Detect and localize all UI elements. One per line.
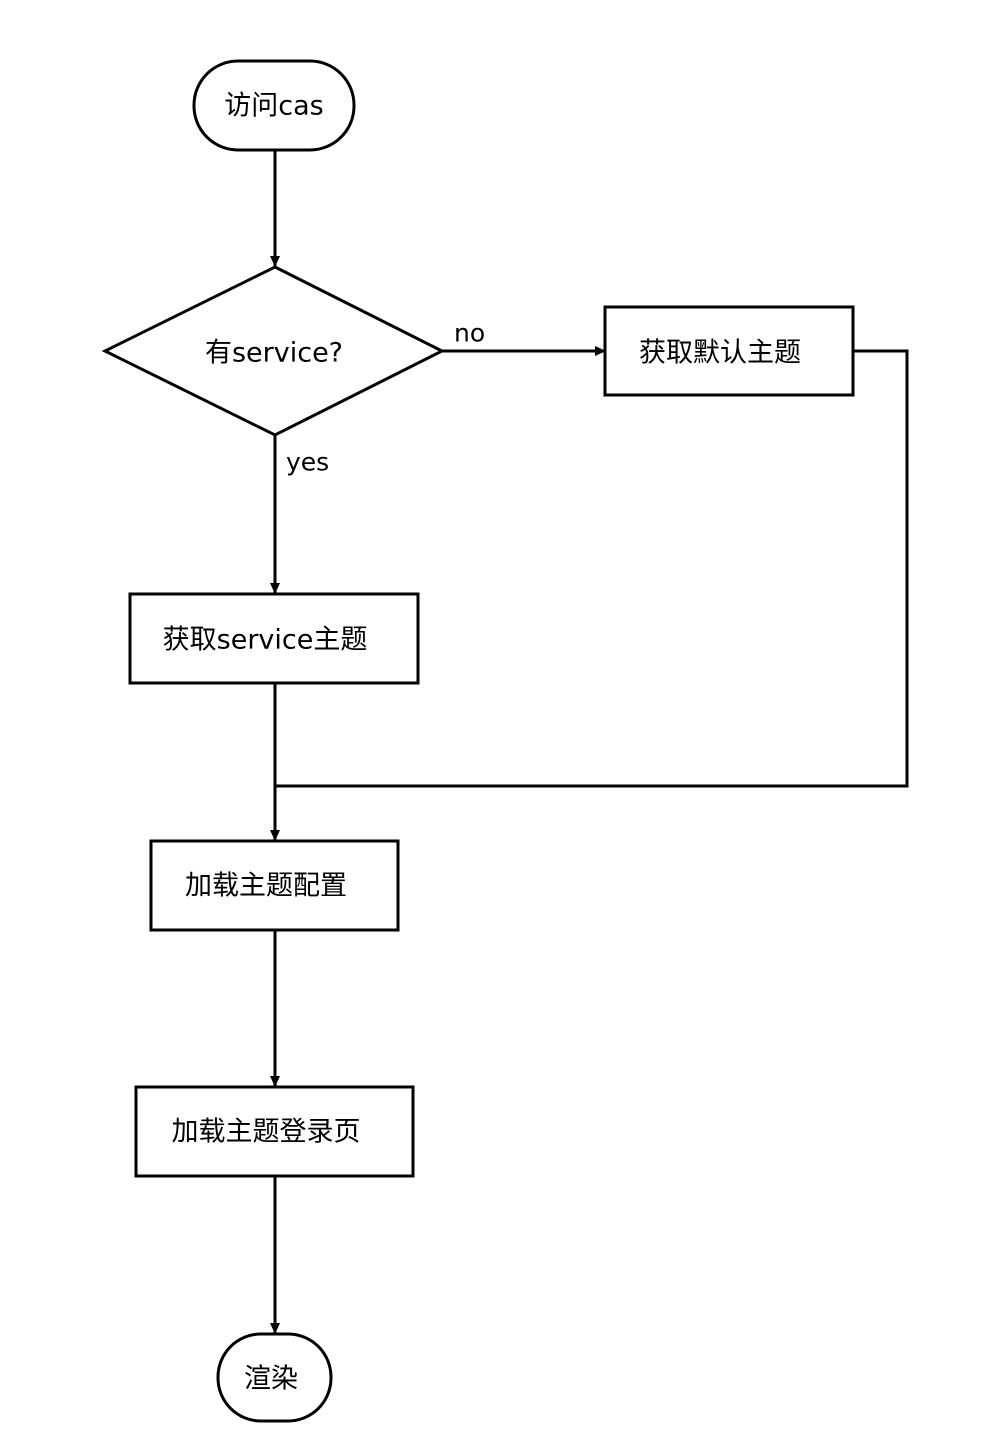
node-load-login-page: 加载主题登录页 xyxy=(134,1085,415,1178)
start-label: 访问cas xyxy=(224,91,323,122)
decision-diamond xyxy=(101,265,446,437)
edge-label-yes: yes xyxy=(286,448,329,477)
decision-label: 有service? xyxy=(205,338,343,369)
load-login-page-box xyxy=(134,1085,415,1178)
render-terminal xyxy=(216,1332,333,1423)
edge-default-theme-merge xyxy=(275,349,909,788)
edge-label-no: no xyxy=(454,319,485,348)
service-theme-box xyxy=(128,592,420,685)
default-theme-label: 获取默认主题 xyxy=(639,338,801,369)
default-theme-box xyxy=(603,305,855,397)
edges xyxy=(270,150,909,1334)
node-decision: 有service? xyxy=(101,265,446,437)
service-theme-label: 获取service主题 xyxy=(163,625,368,656)
load-config-box xyxy=(149,839,400,932)
start-terminal xyxy=(192,59,356,152)
node-load-config: 加载主题配置 xyxy=(149,839,400,932)
node-start: 访问cas xyxy=(192,59,356,152)
node-render: 渲染 xyxy=(216,1332,333,1423)
render-label: 渲染 xyxy=(244,1364,298,1395)
node-service-theme: 获取service主题 xyxy=(128,592,420,685)
load-config-label: 加载主题配置 xyxy=(185,871,347,902)
node-default-theme: 获取默认主题 xyxy=(603,305,855,397)
load-login-page-label: 加载主题登录页 xyxy=(172,1117,361,1148)
